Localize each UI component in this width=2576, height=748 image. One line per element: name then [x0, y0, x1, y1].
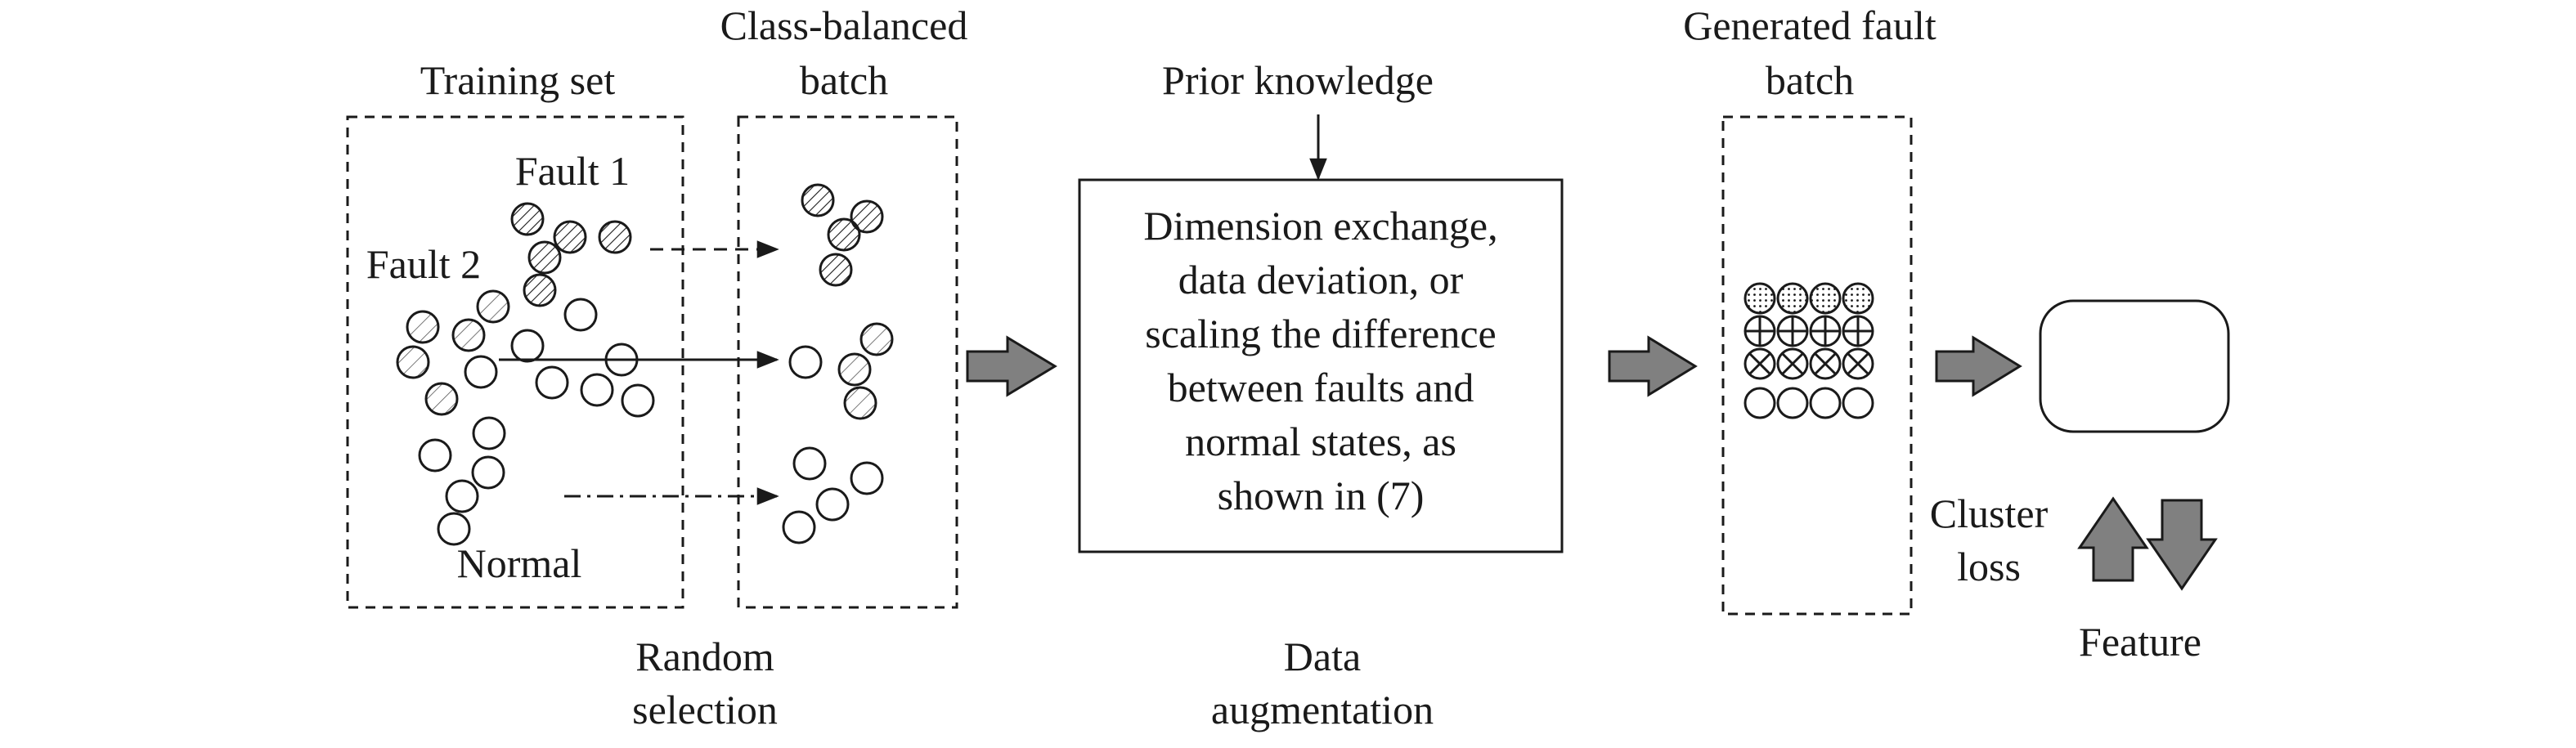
fault1-sample — [553, 220, 587, 254]
generated-cross-row — [1744, 347, 1874, 380]
generated-sample-cross — [1744, 347, 1776, 380]
fault2-sample — [406, 310, 440, 344]
generated-sample-dotted — [1809, 282, 1842, 315]
generated-sample-cross — [1842, 347, 1874, 380]
generated-sample-empty — [1809, 387, 1842, 419]
augmentation-text-line2: data deviation, or — [1178, 257, 1464, 302]
batch-fault1-samples — [801, 183, 884, 287]
generated-sample-grid — [1842, 315, 1874, 347]
normal-label: Normal — [457, 540, 582, 586]
augmentation-text-line1: Dimension exchange, — [1143, 203, 1497, 249]
augmentation-text-line3: scaling the difference — [1145, 311, 1496, 356]
fault2-sample — [476, 289, 510, 324]
batch-fault2-samples — [837, 322, 894, 420]
batch-fault2-sample — [859, 322, 894, 356]
fault2-sample — [451, 318, 486, 352]
feature-down-arrow — [2146, 499, 2218, 591]
feature-label: Feature — [2079, 619, 2201, 665]
training-set-title: Training set — [420, 57, 616, 103]
generated-grid-row — [1744, 315, 1874, 347]
fault1-samples — [510, 202, 632, 307]
class-balanced-batch-box — [737, 115, 958, 609]
prior-knowledge-label: Prior knowledge — [1162, 57, 1434, 103]
batch-normal-sample — [788, 345, 823, 379]
fault2-sample — [396, 345, 430, 379]
normal-sample — [535, 365, 569, 400]
fault1-sample — [510, 202, 545, 236]
normal-sample — [563, 298, 598, 332]
batch-normal-sample — [815, 487, 850, 522]
normal-sample — [445, 479, 479, 513]
augmentation-text-line4: between faults and — [1168, 365, 1474, 410]
augmentation-text-line6: shown in (7) — [1218, 473, 1425, 518]
normal-sample — [580, 373, 614, 407]
batch-normal-samples — [782, 345, 884, 544]
data-augmentation-line1: Data — [1284, 634, 1361, 679]
batch-fault2-sample — [837, 352, 872, 387]
generated-sample-empty — [1842, 387, 1874, 419]
cluster-loss-line1: Cluster — [1930, 490, 2049, 536]
class-balanced-title-line2: batch — [800, 57, 888, 103]
fault2-sample — [424, 382, 459, 416]
batch-normal-sample — [782, 510, 816, 544]
generated-sample-cross — [1776, 347, 1809, 380]
flow-arrow-2 — [1608, 335, 1698, 397]
flow-arrow-1 — [966, 335, 1057, 397]
augmentation-box — [1078, 178, 1564, 553]
generated-sample-empty — [1744, 387, 1776, 419]
generated-empty-row — [1744, 387, 1874, 419]
generated-sample-dotted — [1744, 282, 1776, 315]
generated-sample-dotted — [1842, 282, 1874, 315]
normal-sample — [418, 438, 452, 473]
cluster-loss-up-arrow — [2077, 496, 2149, 582]
generated-sample-grid — [1809, 315, 1842, 347]
fault2-samples — [396, 289, 510, 416]
normal-sample — [437, 512, 471, 546]
random-selection-line2: selection — [632, 687, 778, 732]
normal-sample — [472, 416, 506, 450]
fault1-label: Fault 1 — [515, 148, 630, 194]
batch-normal-sample — [792, 446, 827, 481]
batch-fault1-sample — [827, 217, 861, 252]
generated-batch-box — [1721, 115, 1913, 616]
batch-fault1-sample — [819, 253, 853, 287]
network-box — [2039, 299, 2230, 433]
generated-dotted-row — [1744, 282, 1874, 315]
class-balanced-title-line1: Class-balanced — [720, 2, 968, 48]
fault2-label: Fault 2 — [366, 241, 481, 287]
random-selection-line1: Random — [635, 634, 774, 679]
flow-arrow-3 — [1935, 335, 2022, 397]
batch-fault2-sample — [843, 386, 877, 420]
generated-sample-empty — [1776, 387, 1809, 419]
generated-sample-dotted — [1776, 282, 1809, 315]
normal-sample — [510, 329, 545, 363]
normal-sample — [471, 455, 505, 490]
generated-sample-grid — [1776, 315, 1809, 347]
batch-fault1-sample — [850, 199, 884, 234]
fault1-sample — [523, 273, 557, 307]
cluster-loss-line2: loss — [1957, 544, 2021, 589]
generated-sample-cross — [1809, 347, 1842, 380]
generated-batch-title-line1: Generated fault — [1683, 2, 1936, 48]
normal-sample — [621, 383, 655, 418]
batch-fault1-sample — [801, 183, 835, 217]
augmentation-text-line5: normal states, as — [1185, 419, 1456, 464]
generated-batch-title-line2: batch — [1766, 57, 1854, 103]
normal-sample — [464, 355, 498, 389]
fault1-sample — [527, 240, 562, 275]
data-augmentation-line2: augmentation — [1211, 687, 1434, 732]
batch-normal-sample — [850, 461, 884, 495]
fault1-sample — [598, 220, 632, 254]
generated-sample-grid — [1744, 315, 1776, 347]
